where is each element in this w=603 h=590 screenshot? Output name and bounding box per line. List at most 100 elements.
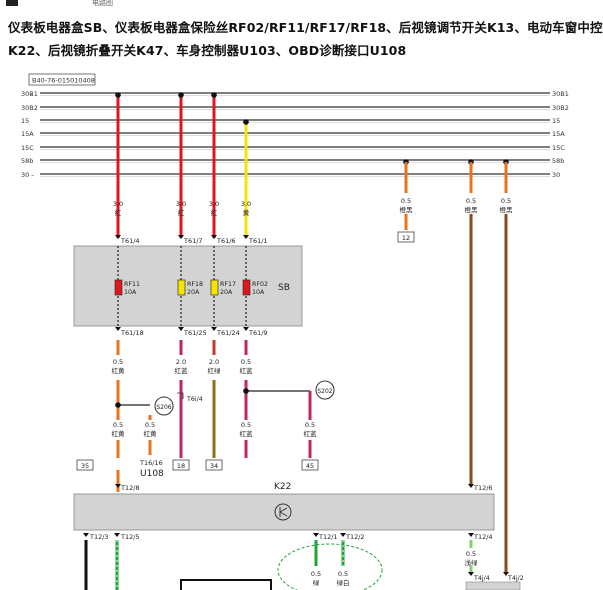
arrow-icon xyxy=(115,235,121,239)
ref-label: 45 xyxy=(306,462,314,470)
ref-label: 34 xyxy=(210,462,218,470)
pin-label: T61/4 xyxy=(120,237,140,245)
page-title-line1: 仪表板电器盒SB、仪表板电器盒保险丝RF02/RF11/RF17/RF18、后视… xyxy=(8,20,603,35)
fuse-rating: 10A xyxy=(252,289,265,296)
rail-label-right-0: 30B1 xyxy=(552,90,569,98)
rail-label-right-6: 30 xyxy=(552,171,560,179)
k22-label: K22 xyxy=(274,482,291,492)
pin-label: T61/18 xyxy=(120,329,144,337)
pin-label: T12/8 xyxy=(120,484,140,492)
wire-gauge: 0.5 xyxy=(311,570,321,578)
rail-label-left-3: 15A xyxy=(21,130,34,138)
rail-label-left-0: 30B1 xyxy=(21,90,38,98)
wire-color: 红蓝 xyxy=(240,429,254,438)
wire-gauge: 2.0 xyxy=(209,358,219,366)
junction-dot xyxy=(243,119,249,125)
wire-color: 绿 xyxy=(313,578,320,587)
wire-color: 浅绿 xyxy=(465,558,479,567)
arrow-icon xyxy=(115,327,121,331)
fuse-name: RF17 xyxy=(220,281,236,288)
page-title-line2: K22、后视镜折叠开关K47、车身控制器U103、OBD诊断接口U108 xyxy=(8,43,407,58)
ref-box xyxy=(172,459,190,471)
t4-connector-box xyxy=(465,581,521,590)
wire-gauge: 0.5 xyxy=(241,358,251,366)
arrow-icon xyxy=(340,533,346,537)
u108-pin: T16/16 xyxy=(139,459,163,467)
wire-gauge: 0.5 xyxy=(466,550,476,558)
arrow-icon xyxy=(313,533,319,537)
wire-color: 红蓝 xyxy=(240,366,254,375)
junction-dot xyxy=(211,92,217,98)
rail-label-right-3: 15A xyxy=(552,130,565,138)
wire-gauge: 2.0 xyxy=(176,358,186,366)
arrow-icon xyxy=(503,572,509,576)
wire-color: 红黄 xyxy=(112,429,126,438)
title-bar-mark xyxy=(6,0,18,6)
connector-icon xyxy=(177,392,184,399)
pin-label: T61/7 xyxy=(183,237,203,245)
fuse-rf11 xyxy=(114,279,123,296)
pin-label: T12/1 xyxy=(318,533,338,541)
rail-label-left-2: 15 xyxy=(21,117,29,125)
wire-color: 橙黑 xyxy=(400,205,414,214)
wire-color: 红蓝 xyxy=(304,429,318,438)
rail-label-right-4: 15C xyxy=(552,144,565,152)
fuse-rating: 20A xyxy=(220,289,233,296)
splice-label: S202 xyxy=(317,388,332,395)
pin-label: T12/6 xyxy=(473,484,493,492)
rail-label-right-2: 15 xyxy=(552,117,560,125)
pin-label: T12/5 xyxy=(120,533,140,541)
wire-gauge: 0.5 xyxy=(305,421,315,429)
ref-label: 12 xyxy=(402,234,410,242)
wire-gauge: 3.0 xyxy=(241,200,251,208)
splice-s202 xyxy=(315,380,335,400)
ref-box xyxy=(397,231,415,243)
fuse-rating: 20A xyxy=(187,289,200,296)
pin-label: T61/9 xyxy=(248,329,268,337)
rail-label-right-5: 58b xyxy=(552,157,564,165)
arrow-icon xyxy=(83,533,89,537)
arrow-icon xyxy=(243,327,249,331)
wire-gauge: 0.5 xyxy=(113,358,123,366)
arrow-icon xyxy=(468,572,474,576)
rail-dash-l0: – xyxy=(30,90,33,98)
ref-label: 35 xyxy=(81,462,89,470)
splice-s206 xyxy=(154,396,174,416)
wire-color: 橙黑 xyxy=(500,205,514,214)
wire-gauge: 0.5 xyxy=(241,421,251,429)
pin-label: T61/1 xyxy=(248,237,268,245)
wire-color: 红绿 xyxy=(208,366,222,375)
rail-label-left-5: 58b xyxy=(21,157,33,165)
k22-box xyxy=(73,493,495,531)
arrow-icon xyxy=(178,235,184,239)
pin-label: T4j/2 xyxy=(507,575,524,582)
wire-gauge: 0.5 xyxy=(501,197,511,205)
rail-group xyxy=(40,92,550,177)
rail-label-left-1: 30B2 xyxy=(21,104,38,112)
wire-color: 红 xyxy=(115,208,122,217)
pin-label: T12/2 xyxy=(345,533,365,541)
wire-color: 红 xyxy=(211,208,218,217)
rail-label-left-6: 30 xyxy=(21,171,29,179)
pin-label: T61/25 xyxy=(183,329,207,337)
transistor-symbol xyxy=(279,507,288,517)
lower-component-box xyxy=(180,579,272,590)
ref-box xyxy=(301,459,319,471)
title-bar: 电路图 xyxy=(0,0,603,8)
wire-gauge: 3.0 xyxy=(209,200,219,208)
arrow-icon xyxy=(243,235,249,239)
wire-color: 绿白 xyxy=(337,578,350,587)
pin-label: T61/24 xyxy=(216,329,240,337)
wire-gauge: 0.5 xyxy=(338,570,348,578)
transistor-icon xyxy=(274,503,292,521)
rail-30-dash-left: – xyxy=(31,171,34,179)
rail-label-right-1: 30B2 xyxy=(552,104,569,112)
diagram-code: B40-76-015010408 xyxy=(32,77,95,85)
wire-gauge: 0.5 xyxy=(145,421,155,429)
wire-gauge: 0.5 xyxy=(113,421,123,429)
wire-color: 红 xyxy=(178,208,185,217)
sb-box xyxy=(73,245,303,327)
connector-t6i: T6i/4 xyxy=(186,396,203,403)
rail-label-left-4: 15C xyxy=(21,144,34,152)
wire-color: 红黄 xyxy=(112,366,126,375)
